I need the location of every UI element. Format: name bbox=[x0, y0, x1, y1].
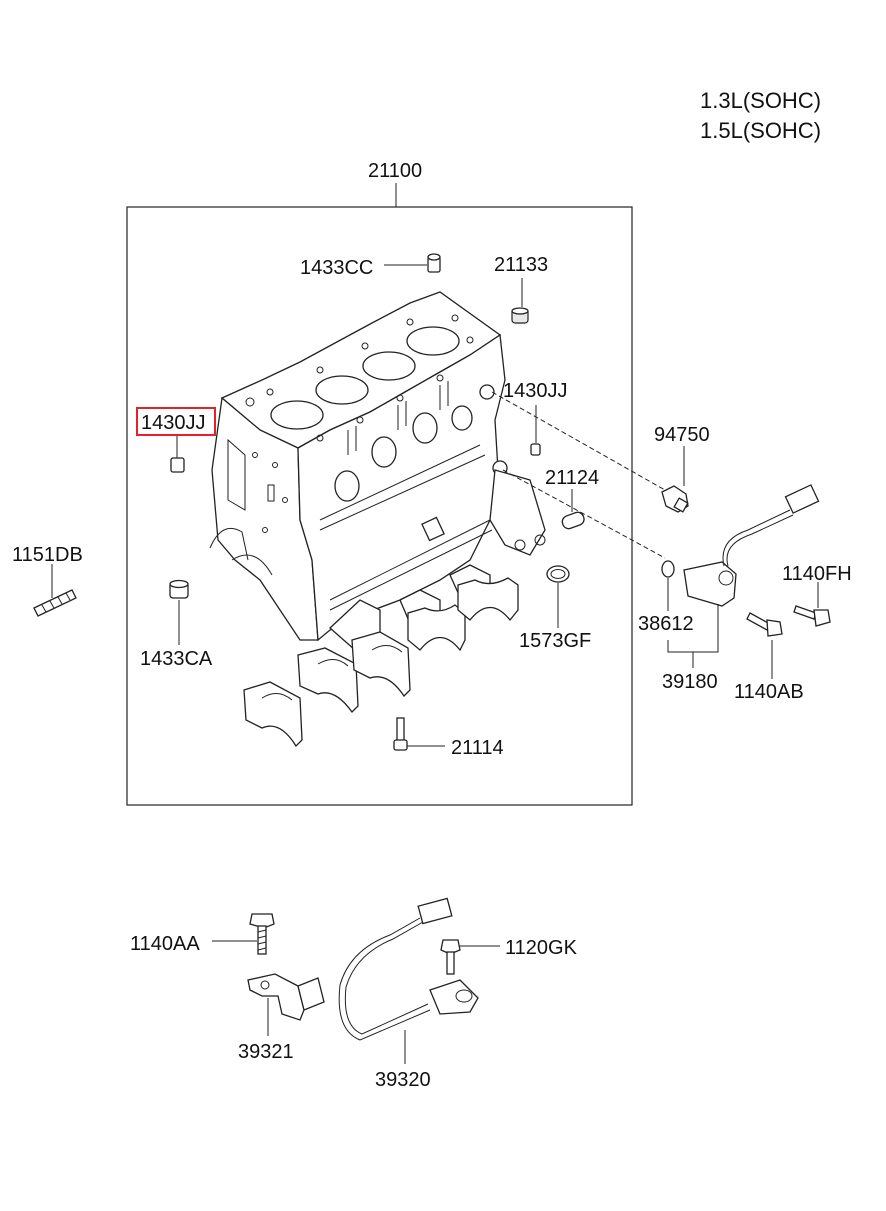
bracket-39321[interactable] bbox=[247, 973, 325, 1021]
label-21114[interactable]: 21114 bbox=[451, 737, 504, 759]
label-39180[interactable]: 39180 bbox=[662, 671, 718, 693]
variant-1: 1.3L(SOHC) bbox=[700, 88, 821, 113]
label-1430jj-right[interactable]: 1430JJ bbox=[503, 380, 568, 402]
label-39321[interactable]: 39321 bbox=[238, 1041, 294, 1063]
label-38612[interactable]: 38612 bbox=[638, 613, 694, 635]
cam-sensor-39180[interactable] bbox=[683, 484, 820, 607]
label-1140ab[interactable]: 1140AB bbox=[734, 681, 804, 703]
cylinder-block[interactable] bbox=[209, 291, 546, 652]
bolt-21114[interactable] bbox=[393, 717, 408, 751]
bolt-1140fh[interactable] bbox=[793, 605, 831, 627]
label-1151db[interactable]: 1151DB bbox=[12, 544, 83, 566]
label-1140fh[interactable]: 1140FH bbox=[782, 563, 852, 585]
bolt-1140aa[interactable] bbox=[249, 913, 275, 955]
highlight-box bbox=[136, 407, 216, 436]
label-94750[interactable]: 94750 bbox=[654, 424, 710, 446]
knock-sensor-39320[interactable] bbox=[338, 897, 479, 1041]
bolt-1140ab[interactable] bbox=[746, 612, 783, 637]
pin-1430jj-left[interactable] bbox=[170, 457, 185, 473]
label-21133[interactable]: 21133 bbox=[494, 254, 548, 276]
bearing-caps[interactable] bbox=[243, 631, 411, 748]
label-1430jj-left[interactable]: 1430JJ bbox=[141, 412, 206, 434]
tube-21124[interactable] bbox=[561, 511, 586, 531]
ring-1573gf[interactable] bbox=[546, 565, 570, 583]
stud-1151db[interactable] bbox=[33, 589, 77, 617]
dowel-1433ca[interactable] bbox=[169, 579, 189, 599]
label-1573gf[interactable]: 1573GF bbox=[519, 630, 591, 652]
label-1140aa[interactable]: 1140AA bbox=[130, 933, 200, 955]
label-1433cc[interactable]: 1433CC bbox=[300, 257, 373, 279]
plug-21133[interactable] bbox=[511, 307, 529, 324]
label-21100[interactable]: 21100 bbox=[368, 160, 422, 182]
pin-1430jj-right[interactable] bbox=[530, 443, 541, 456]
label-21124[interactable]: 21124 bbox=[545, 467, 599, 489]
assembly-frame bbox=[126, 206, 633, 806]
bolt-1120gk[interactable] bbox=[440, 939, 461, 975]
sensor-94750[interactable] bbox=[661, 485, 689, 513]
dowel-1433cc[interactable] bbox=[427, 253, 441, 273]
oring-38612[interactable] bbox=[661, 560, 675, 578]
label-1120gk[interactable]: 1120GK bbox=[505, 937, 578, 959]
label-39320[interactable]: 39320 bbox=[375, 1069, 431, 1091]
variant-2: 1.5L(SOHC) bbox=[700, 118, 821, 143]
label-1433ca[interactable]: 1433CA bbox=[140, 648, 213, 670]
